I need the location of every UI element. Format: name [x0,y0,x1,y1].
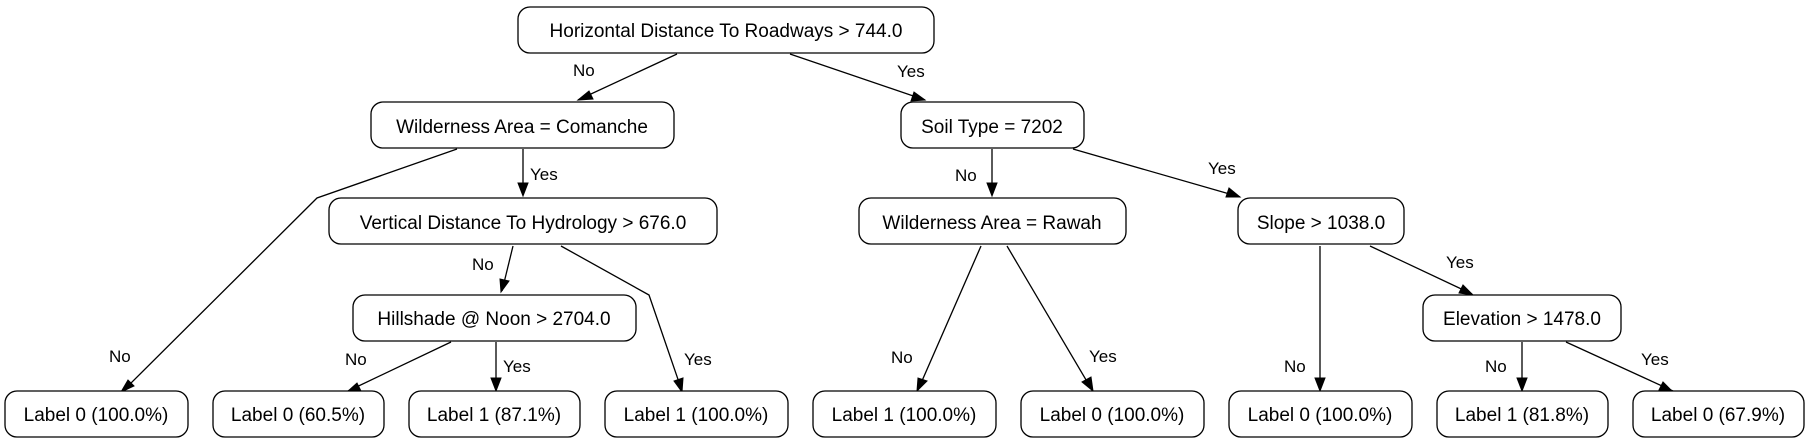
node-wilderness-comanche: Wilderness Area = Comanche [370,101,675,149]
edge-label-no: No [472,255,494,274]
leaf-node: Label 1 (100.0%) [812,390,997,438]
leaf-label: Label 1 (100.0%) [832,405,977,426]
node-vertical-distance-hydrology: Vertical Distance To Hydrology > 676.0 [328,197,718,245]
node-wilderness-rawah: Wilderness Area = Rawah [858,197,1127,245]
leaf-label: Label 1 (87.1%) [427,405,561,426]
leaf-node: Label 0 (100.0%) [4,390,189,438]
edge-soil-yes: Yes [1072,148,1242,198]
edge-comanche-no: No [109,148,458,394]
leaf-node: Label 1 (81.8%) [1436,390,1609,438]
edge-root-no: No [573,53,678,101]
node-label: Wilderness Area = Comanche [396,117,648,138]
edge-label-yes: Yes [1641,350,1669,369]
leaf-node: Label 0 (100.0%) [1020,390,1205,438]
edge-label-no: No [573,61,595,80]
node-root-horizontal-distance: Horizontal Distance To Roadways > 744.0 [517,6,935,54]
edge-label-yes: Yes [530,165,558,184]
node-label: Wilderness Area = Rawah [882,213,1101,234]
edge-label-yes: Yes [503,357,531,376]
leaf-label: Label 0 (100.0%) [1040,405,1185,426]
edge-comanche-yes: Yes [517,149,558,198]
leaf-node: Label 1 (87.1%) [408,390,581,438]
leaf-node: Label 1 (100.0%) [604,390,789,438]
edge-label-yes: Yes [1089,347,1117,366]
leaf-label: Label 1 (100.0%) [624,405,769,426]
edge-label-no: No [955,166,977,185]
edge-elev-no: No [1485,342,1528,393]
leaf-node: Label 0 (60.5%) [212,390,385,438]
node-slope: Slope > 1038.0 [1237,197,1405,245]
edge-label-yes: Yes [684,350,712,369]
leaf-node: Label 0 (100.0%) [1228,390,1413,438]
leaf-label: Label 0 (67.9%) [1651,405,1785,426]
edge-label-no: No [1485,357,1507,376]
edge-root-yes: Yes [789,53,927,102]
edge-rawah-yes: Yes [1006,245,1117,393]
leaf-label: Label 0 (100.0%) [24,405,169,426]
edge-label-no: No [1284,357,1306,376]
edge-label-no: No [891,348,913,367]
leaf-label: Label 0 (100.0%) [1248,405,1393,426]
node-soil-type: Soil Type = 7202 [900,101,1085,149]
edge-slope-yes: Yes [1369,245,1475,296]
edge-hill-no: No [345,341,452,393]
edge-rawah-no: No [891,245,982,393]
edge-slope-no: No [1284,246,1326,393]
node-label: Vertical Distance To Hydrology > 676.0 [360,213,687,234]
node-hillshade-noon: Hillshade @ Noon > 2704.0 [352,294,637,342]
edge-label-yes: Yes [1446,253,1474,272]
edge-label-yes: Yes [897,62,925,81]
edge-vert-no: No [472,245,514,294]
node-label: Horizontal Distance To Roadways > 744.0 [550,21,903,42]
edge-label-yes: Yes [1208,159,1236,178]
leaf-label: Label 1 (81.8%) [1455,405,1589,426]
edge-soil-no: No [955,149,998,198]
node-elevation: Elevation > 1478.0 [1422,294,1622,342]
leaf-node: Label 0 (67.9%) [1632,390,1805,438]
node-label: Soil Type = 7202 [921,117,1063,138]
node-label: Hillshade @ Noon > 2704.0 [377,309,610,330]
edge-elev-yes: Yes [1565,341,1675,393]
node-label: Slope > 1038.0 [1257,213,1385,234]
leaf-label: Label 0 (60.5%) [231,405,365,426]
edge-label-no: No [345,350,367,369]
edge-label-no: No [109,347,131,366]
edge-vert-yes: Yes [560,245,712,394]
node-label: Elevation > 1478.0 [1443,309,1601,330]
edge-hill-yes: Yes [490,342,531,393]
